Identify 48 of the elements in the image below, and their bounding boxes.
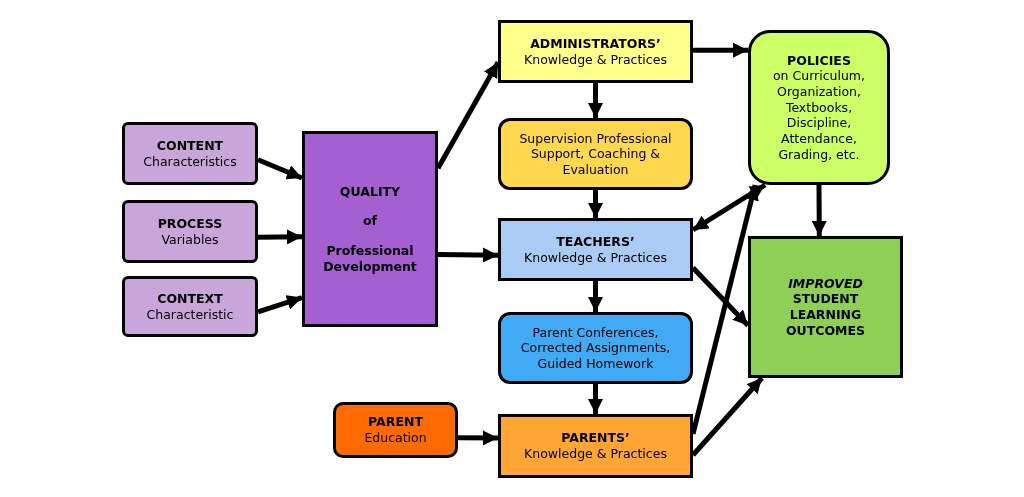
arrow <box>811 185 827 236</box>
process-box <box>302 131 438 327</box>
box-heading: ADMINISTRATORS’ <box>530 35 661 52</box>
box-text: Knowledge & Practices <box>524 51 667 68</box>
box-heading: PARENT <box>368 414 423 430</box>
process-box <box>748 236 903 378</box>
arrow <box>588 384 603 414</box>
arrow <box>588 190 603 218</box>
process-box <box>498 118 693 190</box>
arrow <box>691 266 750 328</box>
box-text: on Curriculum, Organization, Textbooks, Discipline, Attendance, Grading, etc. <box>771 68 867 163</box>
arrow <box>458 430 498 446</box>
box-text: Professional Development <box>322 243 418 275</box>
box-text: Supervision Professional Support, Coaching & Evaluation <box>518 130 673 178</box>
box-text: Knowledge & Practices <box>524 249 667 266</box>
box-heading: TEACHERS’ <box>556 233 635 250</box>
arrow <box>258 229 302 245</box>
box-heading: CONTENT <box>156 137 224 154</box>
box-heading: CONTEXT <box>157 290 223 307</box>
process-box <box>122 276 258 337</box>
process-box <box>122 122 258 185</box>
box-text: Characteristic <box>146 306 234 323</box>
arrow <box>257 295 303 315</box>
process-box <box>333 402 458 458</box>
process-box <box>748 30 890 185</box>
box-heading: POLICIES <box>787 52 851 69</box>
arrow <box>693 42 748 58</box>
box-text: IMPROVED STUDENT LEARNING OUTCOMES <box>784 275 867 339</box>
process-box <box>122 200 258 263</box>
arrow <box>588 83 603 118</box>
process-box <box>498 20 693 83</box>
box-heading: QUALITY <box>339 183 401 200</box>
box-heading: PROCESS <box>157 215 223 232</box>
arrow <box>691 182 767 233</box>
box-text: of <box>363 213 377 229</box>
box-text: Parent Conferences, Corrected Assignments, Guided Homework <box>519 324 672 372</box>
process-box <box>498 218 693 281</box>
arrow <box>588 281 603 312</box>
arrow <box>691 376 764 457</box>
arrow <box>437 247 499 263</box>
box-text: Characteristics <box>143 153 237 170</box>
box-text: Variables <box>161 231 219 248</box>
box-heading: PARENTS’ <box>561 430 630 446</box>
process-box <box>498 312 693 384</box>
box-text: Knowledge & Practices <box>524 446 667 462</box>
process-box <box>498 414 693 478</box>
arrow <box>257 157 303 181</box>
box-text: Education <box>364 430 427 446</box>
